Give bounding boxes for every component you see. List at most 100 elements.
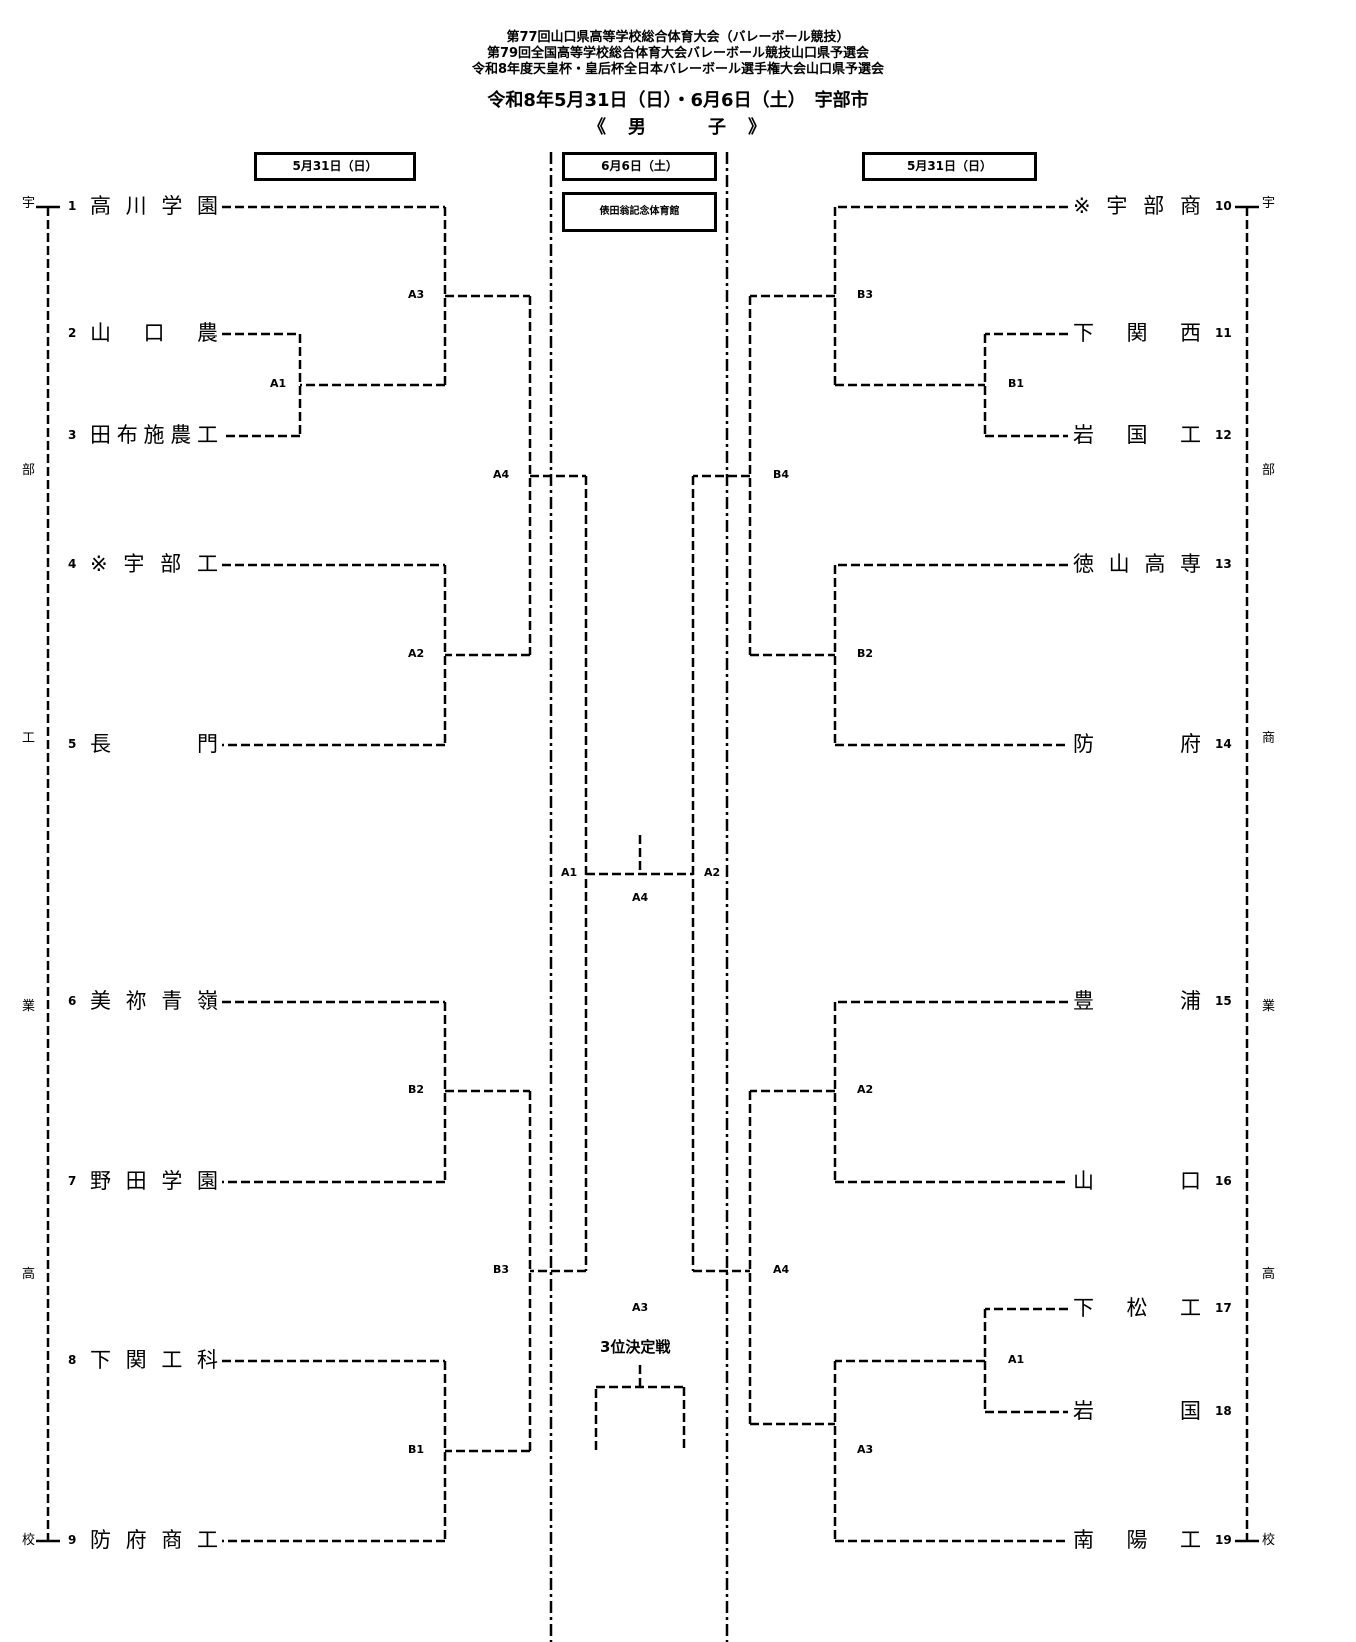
team-name-char: 専 xyxy=(1179,552,1201,576)
team-name-char: 関 xyxy=(1126,321,1148,345)
host-label-char: 部 xyxy=(22,463,36,478)
date-box-left: 5月31日（日） xyxy=(254,152,416,181)
team-name-char: 田 xyxy=(125,1169,147,1193)
team-name-char: 学 xyxy=(161,194,183,218)
team-name-char: 陽 xyxy=(1126,1528,1148,1552)
date-box-center: 6月6日（土） xyxy=(562,152,717,181)
team-name-char: ※ xyxy=(1073,194,1091,218)
team-name-char: 山 xyxy=(1108,552,1130,576)
team-name: 防府商工 xyxy=(90,1527,218,1553)
host-label-char: 高 xyxy=(22,1267,36,1282)
team-seed: 14 xyxy=(1215,737,1232,751)
team-name-char: 西 xyxy=(1180,321,1201,345)
team-name-char: 高 xyxy=(90,194,111,218)
team-seed: 17 xyxy=(1215,1301,1232,1315)
team-name-char: 商 xyxy=(161,1528,183,1552)
team-name-char: 岩 xyxy=(1073,1399,1094,1423)
team-name-char: 園 xyxy=(196,1169,218,1193)
team-name-char: 美 xyxy=(90,989,111,1013)
team-name-char: ※ xyxy=(90,552,108,576)
host-label-char: 工 xyxy=(22,731,36,746)
team-name: 高川学園 xyxy=(90,193,218,219)
team-name: 防府 xyxy=(1073,731,1201,757)
team-name-char: 祢 xyxy=(125,989,147,1013)
team-name-char: 宇 xyxy=(123,552,145,576)
match-label-right-b1: B1 xyxy=(1008,377,1025,390)
match-label-right-b2: B2 xyxy=(857,647,874,660)
team-seed: 19 xyxy=(1215,1533,1232,1547)
team-name: 徳山高専 xyxy=(1073,551,1201,577)
team-name-char: 園 xyxy=(196,194,218,218)
match-label-right-a1: A1 xyxy=(1008,1353,1025,1366)
team-seed: 11 xyxy=(1215,326,1232,340)
team-name-char: 山 xyxy=(90,321,111,345)
match-label-third: A3 xyxy=(632,1301,649,1314)
team-name-char: 国 xyxy=(1126,423,1148,447)
team-seed: 9 xyxy=(68,1533,77,1547)
host-label-char: 商 xyxy=(1262,731,1276,746)
team-name-char: 防 xyxy=(90,1528,111,1552)
team-name-char: 青 xyxy=(161,989,183,1013)
team-name-char: 防 xyxy=(1073,732,1094,756)
team-seed: 8 xyxy=(68,1353,77,1367)
team-name-char: 関 xyxy=(125,1348,147,1372)
team-name: 田布施農工 xyxy=(90,422,218,448)
match-label-left-b2: B2 xyxy=(408,1083,425,1096)
team-name-char: 国 xyxy=(1180,1399,1201,1423)
team-name-char: 豊 xyxy=(1073,989,1094,1013)
team-name: 野田学園 xyxy=(90,1168,218,1194)
match-label-semi-right: A2 xyxy=(704,866,721,879)
team-seed: 4 xyxy=(68,557,77,571)
team-name-char: 長 xyxy=(90,732,111,756)
match-label-semi-left: A1 xyxy=(561,866,578,879)
host-label-char: 業 xyxy=(1262,999,1276,1014)
team-name-char: 門 xyxy=(197,732,218,756)
team-name-char: 学 xyxy=(161,1169,183,1193)
team-name-char: 下 xyxy=(1073,1296,1094,1320)
team-name: ※ 宇部商 xyxy=(1073,193,1201,219)
team-name-char: 農 xyxy=(197,321,218,345)
team-name: 岩国工 xyxy=(1073,422,1201,448)
team-name: 長門 xyxy=(90,731,218,757)
team-seed: 5 xyxy=(68,737,77,751)
team-name-char: 口 xyxy=(1180,1169,1201,1193)
team-name-char: 工 xyxy=(196,1528,218,1552)
team-name-char: 布 xyxy=(116,423,138,447)
team-seed: 16 xyxy=(1215,1174,1232,1188)
tournament-title-1: 第77回山口県高等学校総合体育大会（バレーボール競技） xyxy=(506,30,850,45)
team-name-char: 科 xyxy=(196,1348,218,1372)
team-name-char: 部 xyxy=(160,552,182,576)
team-name-char: 施 xyxy=(143,423,165,447)
team-name-char: 徳 xyxy=(1073,552,1094,576)
match-label-left-a1: A1 xyxy=(270,377,287,390)
team-name: 美祢青嶺 xyxy=(90,988,218,1014)
team-name: 下関西 xyxy=(1073,320,1201,346)
division-label: 《 男 子 》 xyxy=(588,117,768,138)
team-name-char: 府 xyxy=(1180,732,1201,756)
team-name-char: 農 xyxy=(170,423,192,447)
team-name-char: 商 xyxy=(1180,194,1201,218)
team-name-char: 府 xyxy=(125,1528,147,1552)
team-name-char: 下 xyxy=(90,1348,111,1372)
team-name-char: 田 xyxy=(90,423,111,447)
host-label-char: 校 xyxy=(22,1533,36,1548)
team-name: 豊浦 xyxy=(1073,988,1201,1014)
team-name: 下松工 xyxy=(1073,1295,1201,1321)
team-name-char: 川 xyxy=(125,194,147,218)
team-name-char: 部 xyxy=(1143,194,1165,218)
team-name-char: 工 xyxy=(1180,1528,1201,1552)
match-label-right-a2: A2 xyxy=(857,1083,874,1096)
team-name-char: 宇 xyxy=(1106,194,1128,218)
tournament-title-2: 第79回全国高等学校総合体育大会バレーボール競技山口県予選会 xyxy=(486,46,870,61)
team-name-char: 口 xyxy=(143,321,165,345)
team-seed: 1 xyxy=(68,199,77,213)
team-name-char: 南 xyxy=(1073,1528,1094,1552)
team-name-char: 浦 xyxy=(1180,989,1201,1013)
team-seed: 12 xyxy=(1215,428,1232,442)
team-name: 下関工科 xyxy=(90,1347,218,1373)
team-seed: 18 xyxy=(1215,1404,1232,1418)
host-label-char: 高 xyxy=(1262,1267,1276,1282)
team-name: 岩国 xyxy=(1073,1398,1201,1424)
team-seed: 13 xyxy=(1215,557,1232,571)
